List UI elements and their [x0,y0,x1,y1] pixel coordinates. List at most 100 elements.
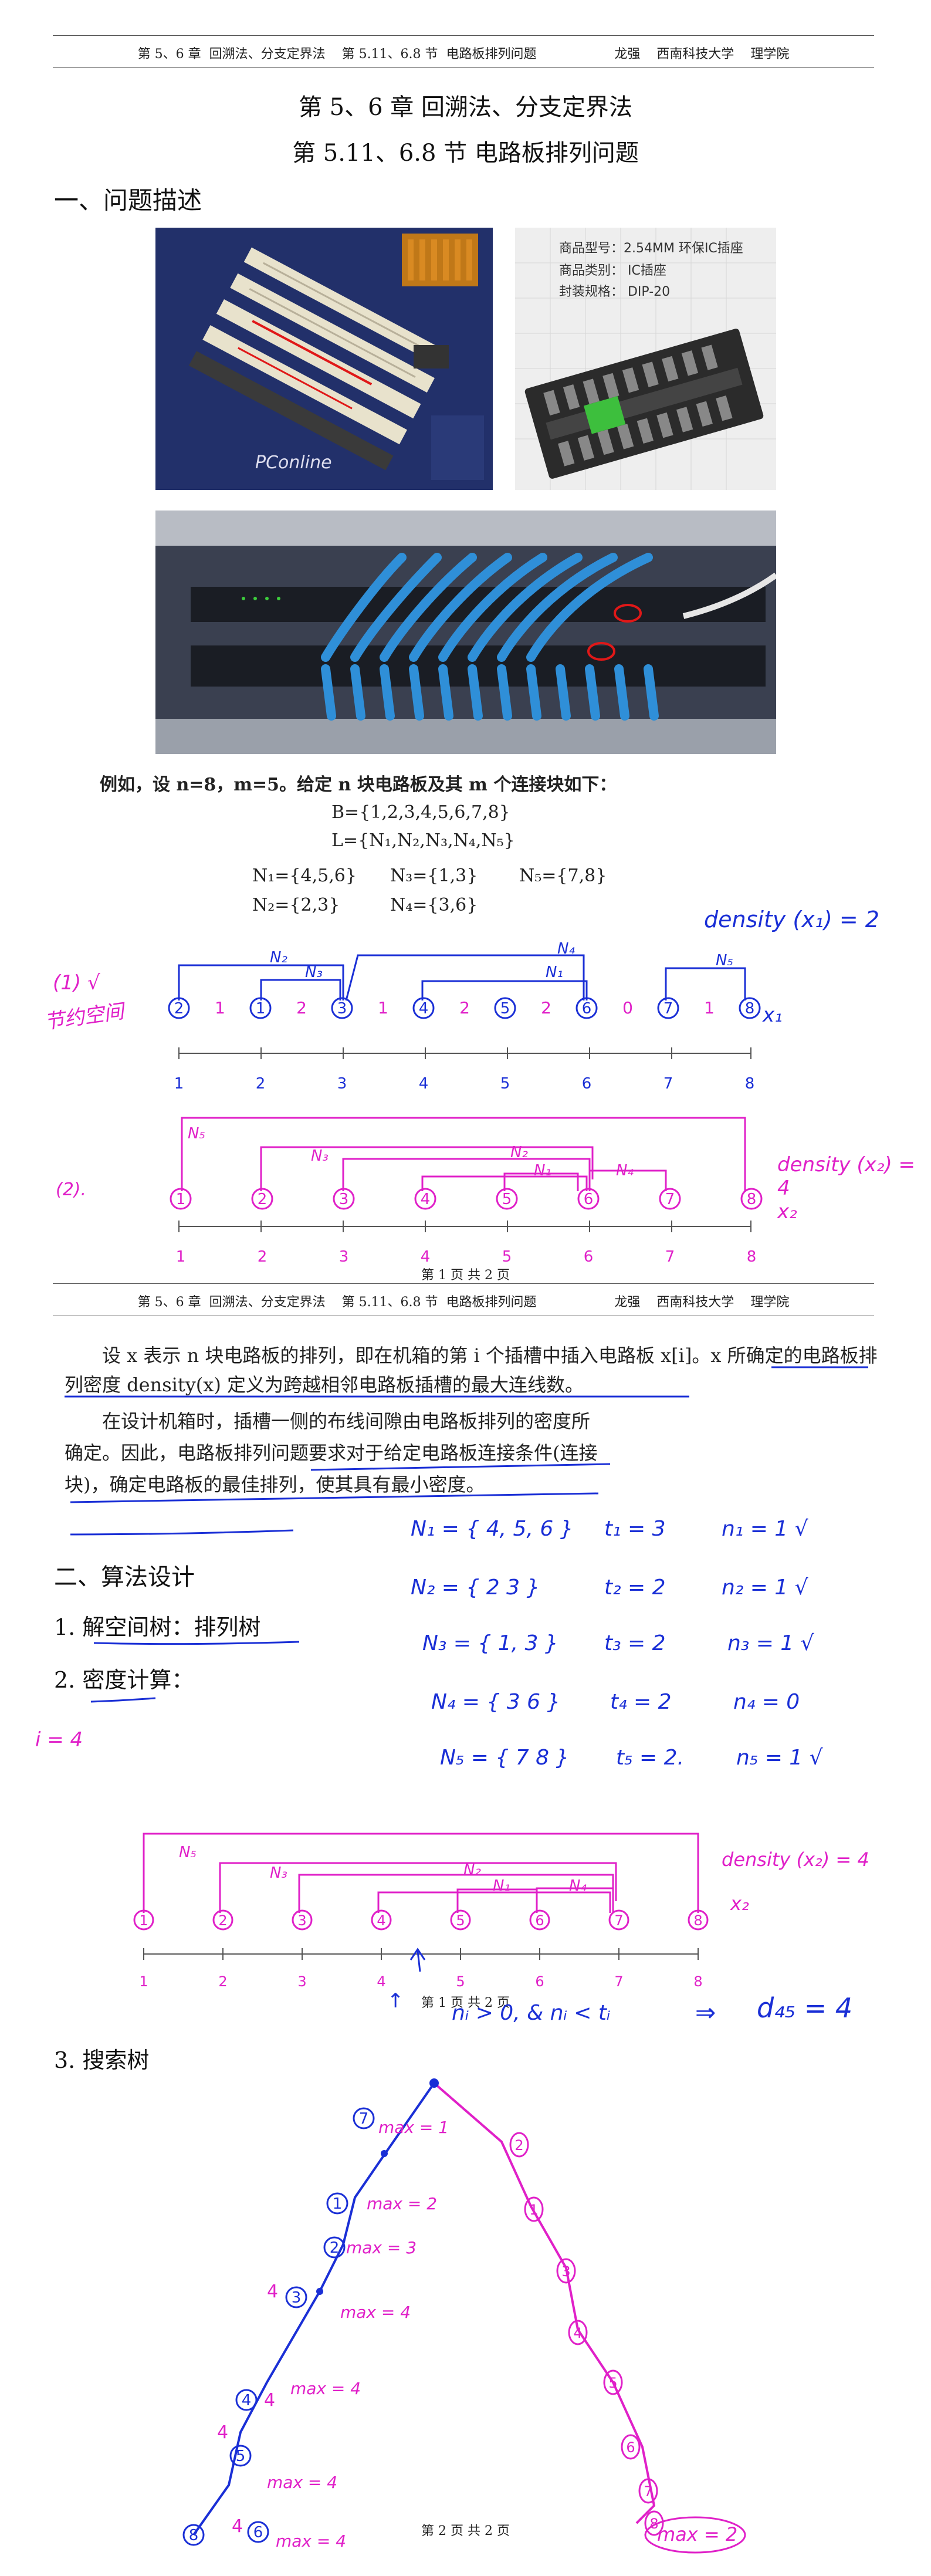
net-label: N₅ [179,1844,197,1861]
example-N4: N₄={3,6} [390,895,478,915]
board-node-label: 4 [421,1191,431,1208]
slot-number: 5 [500,1075,510,1093]
tree-node-circle [247,2521,269,2543]
note-condition-text: nᵢ > 0, & nᵢ < tᵢ [452,2001,611,2025]
slot-number: 4 [377,1973,385,1990]
tree-node-circle [644,2510,664,2536]
motherboard-photo: PConline [155,228,493,490]
diagram2-xlabel: x₂ [777,1200,797,1223]
tree-node-circle [235,2389,258,2411]
tree-node-label: 4 [573,2325,582,2341]
board-node-label: 6 [535,1912,544,1929]
max-label: max = 4 [267,2473,337,2492]
between-count: 0 [622,998,633,1017]
slot-number: 8 [693,1973,702,1990]
max-label: max = 3 [346,2238,417,2257]
slot-number: 6 [535,1973,544,1990]
section1-heading: 一、问题描述 [54,186,202,215]
item-solution-tree: 1. 解空间树：排列树 [54,1614,261,1640]
note-net-5-t: t₅ = 2. [616,1746,684,1770]
board-node-label: 3 [297,1912,306,1929]
tree-node-label: 5 [608,2375,617,2391]
diagram3-xlabel: x₂ [730,1892,749,1915]
chip-label-2: 商品类别： IC插座 [559,263,666,278]
board-node-label: 2 [174,1000,184,1017]
board-node-circle [371,1909,392,1931]
chapter-title: 第 5、6 章 回溯法、分支定界法 [298,94,633,121]
tree-node-circle [638,2478,658,2504]
board-node-circle [657,997,679,1019]
page2-footer: 第 2 页 共 2 页 [421,2524,510,2538]
chip-label-1: 商品型号：2.54MM 环保IC插座 [559,241,743,256]
net-label: N₂ [510,1144,528,1161]
board-node-label: 5 [456,1912,465,1929]
page1-footer: 第 1 页 共 2 页 [421,1268,510,1283]
header-text: 第 5、6 章 回溯法、分支定界法 第 5.11、6.8 节 电路板排列问题 龙… [137,47,790,62]
net-label: N₃ [270,1864,287,1882]
note-net-5-n: n₅ = 1 √ [736,1746,823,1770]
tree-node-circle [509,2132,529,2158]
net-label: N₁ [493,1877,510,1895]
slot-number: 7 [614,1973,623,1990]
tree-node-circle [568,2320,588,2345]
board-node-circle [251,1188,273,1210]
slot-number: 1 [176,1248,186,1266]
board-node-circle [450,1909,471,1931]
max-label: max = 2 [367,2194,437,2213]
diagram2-density: density (x₂) = 4 [777,1153,916,1200]
net-label: N₄ [616,1162,634,1179]
example-N2: N₂={2,3} [252,895,340,915]
note-implies-arrow: ⇒ [695,1998,716,2027]
board-node-label: 8 [745,1000,755,1017]
note-condition: ↑ [387,1989,404,2013]
note-net-1-set: N₁ = { 4, 5, 6 } [411,1517,574,1541]
net-label: N₂ [270,949,287,966]
board-node-circle [168,997,190,1019]
slot-number: 1 [174,1075,184,1093]
note-net-2-n: n₂ = 1 √ [722,1576,808,1600]
tree-node-circle [621,2434,641,2460]
board-node-circle [292,1909,313,1931]
tree-node-label: 1 [529,2202,538,2218]
max-label: max = 4 [340,2303,411,2322]
board-node-circle [494,997,516,1019]
board-node-label: 7 [665,1191,675,1208]
net-label: N₄ [569,1877,587,1895]
board-node-circle [659,1188,681,1210]
example-L: L={N₁,N₂,N₃,N₄,N₅} [331,830,515,851]
slot-number: 2 [218,1973,227,1990]
tree-node-label: 5 [236,2447,246,2465]
board-node-circle [688,1909,709,1931]
diagram3-density: density (x₂) = 4 [722,1848,869,1871]
tree-node-label: 1 [333,2195,343,2213]
board-node-circle [740,1188,763,1210]
slot-number: 1 [139,1973,148,1990]
slot-number: 8 [747,1248,757,1266]
tree-edge-label: 4 [267,2281,278,2302]
board-node-circle [739,997,761,1019]
between-count: 1 [215,998,225,1017]
tree-node-circle [285,2286,307,2308]
net-label: N₃ [305,964,323,981]
slot-number: 8 [745,1075,755,1093]
slot-number: 3 [337,1075,347,1093]
board-node-circle [414,1188,436,1210]
underline-marks [65,1366,868,1536]
between-count: 2 [541,998,551,1017]
tree-edge-label: 4 [232,2516,243,2537]
slot-number: 3 [339,1248,349,1266]
net-label: N₄ [557,940,575,958]
tree-node-label: 7 [359,2110,369,2128]
board-node-label: 4 [377,1912,385,1929]
between-count: 2 [296,998,307,1017]
net-label: N₂ [463,1861,481,1879]
note-net-4-n: n₄ = 0 [733,1690,800,1714]
note-net-3-t: t₃ = 2 [604,1631,666,1655]
board-node-circle [529,1909,550,1931]
tree-edge-label: 4 [264,2390,275,2411]
page-header: 第 5、6 章 回溯法、分支定界法 第 5.11、6.8 节 电路板排列问题 龙… [53,34,874,69]
board-node-circle [331,997,353,1019]
slot-number: 5 [502,1248,512,1266]
